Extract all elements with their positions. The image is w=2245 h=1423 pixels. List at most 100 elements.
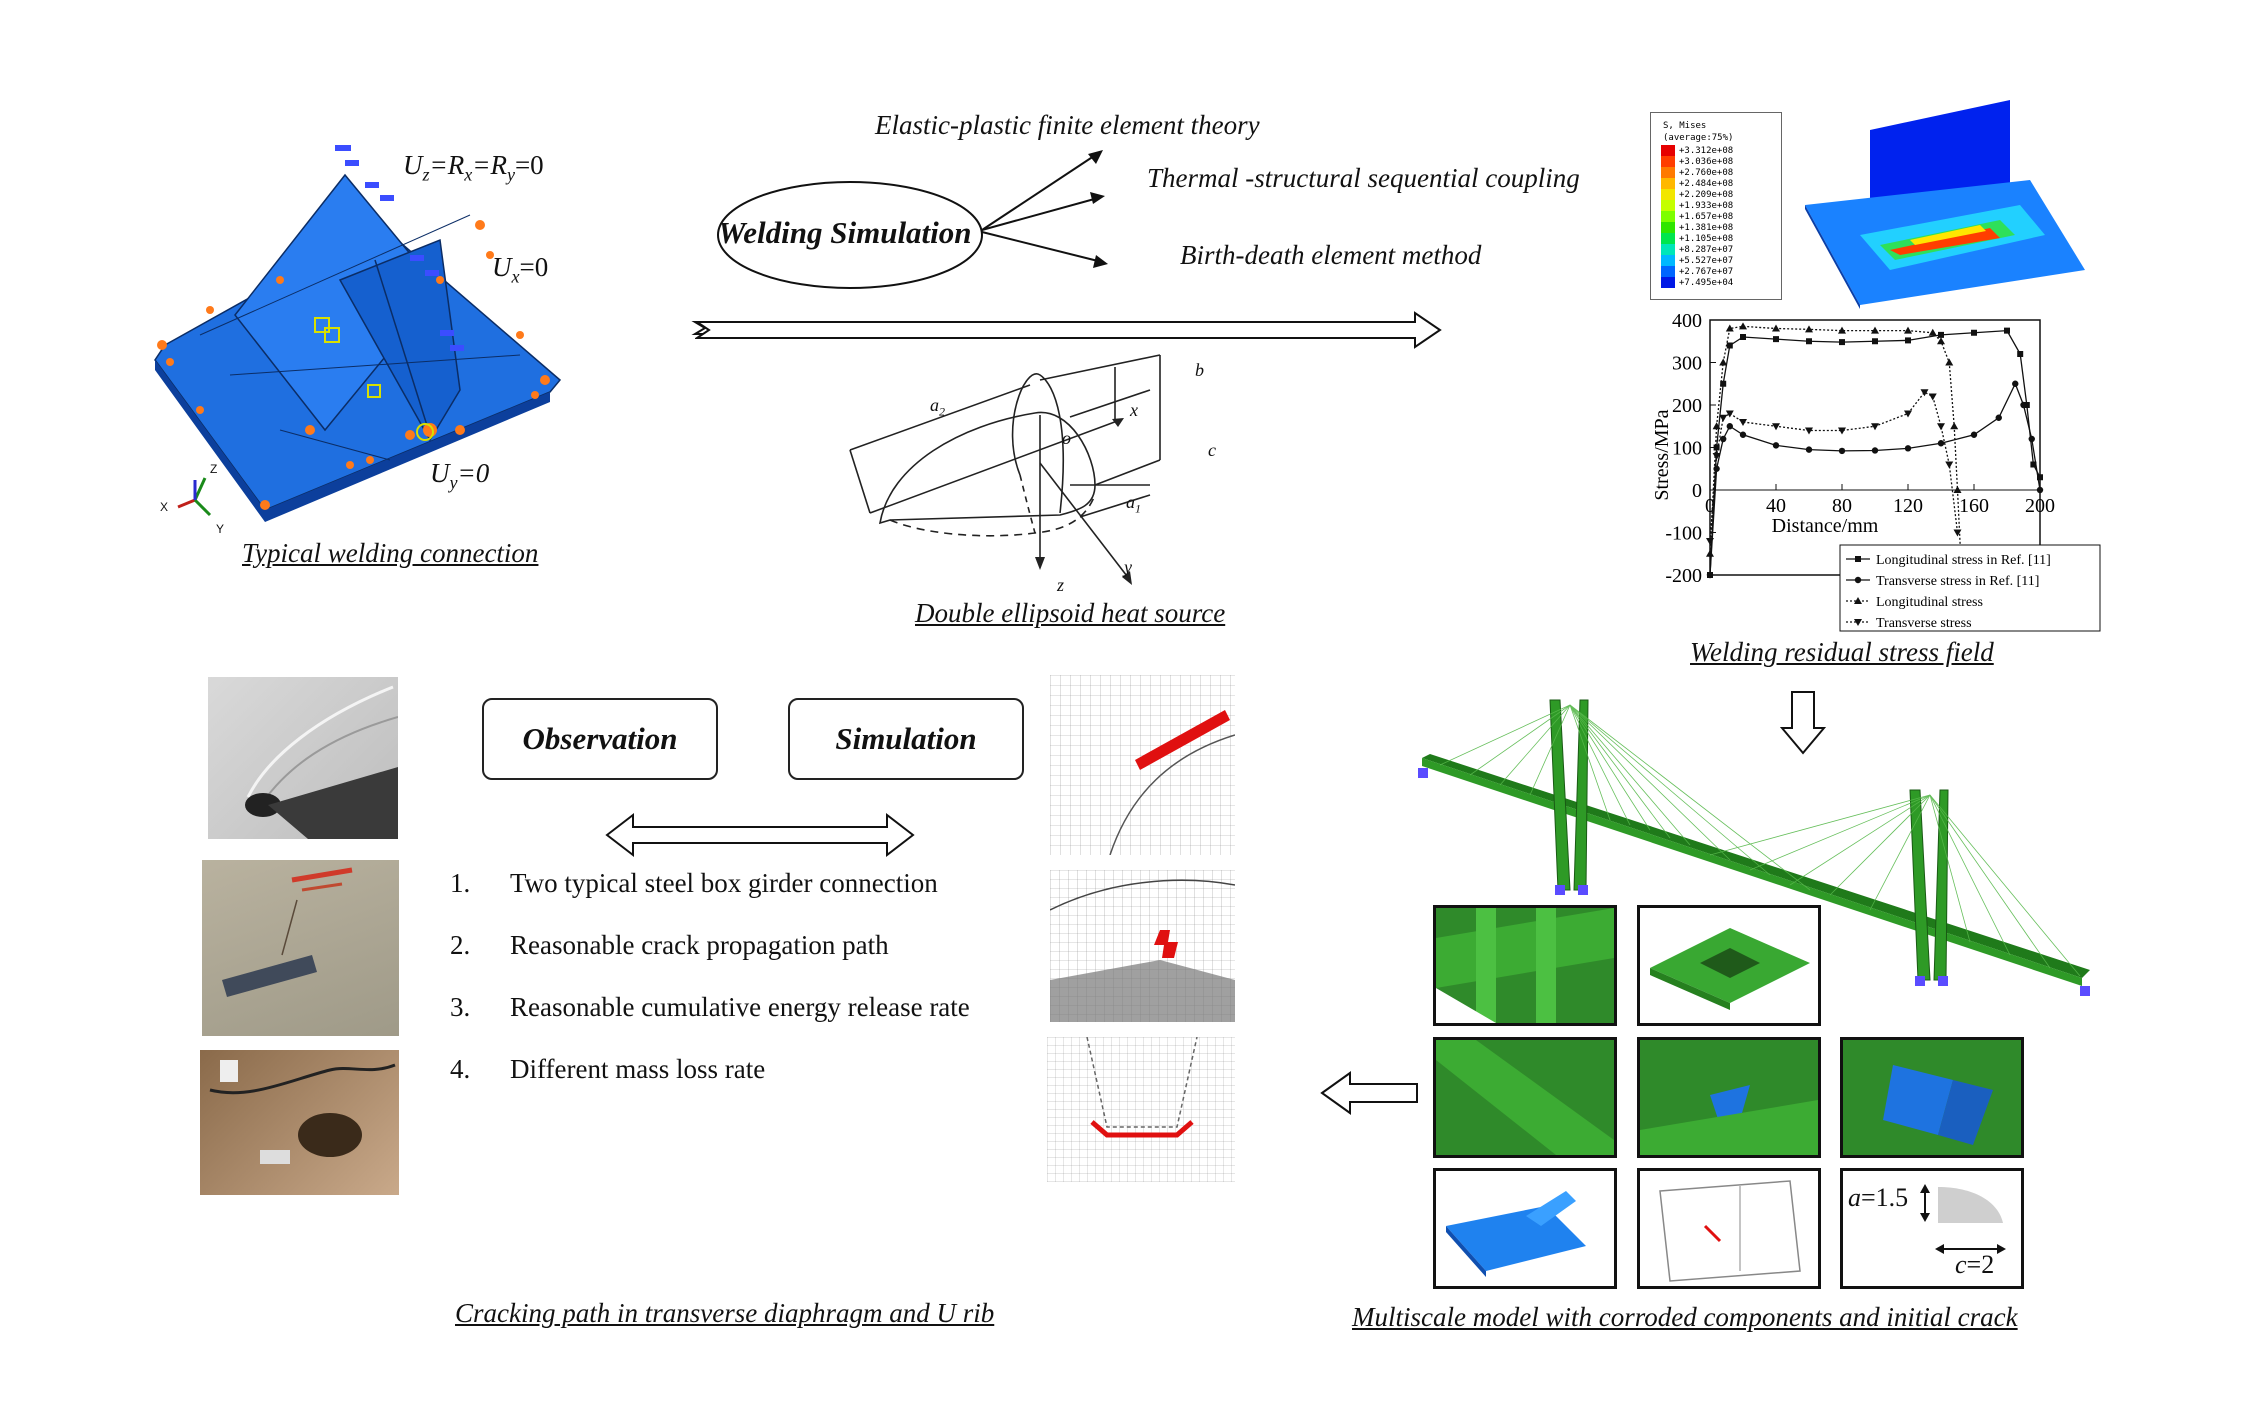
legend-label: Longitudinal stress in Ref. [11] [1876, 553, 2051, 568]
legend-row: +3.036e+08 [1661, 156, 1733, 167]
legend-row: +5.527e+07 [1661, 255, 1733, 266]
welding-simulation-title: Welding Simulation [718, 215, 972, 250]
caption-cracking-path: Cracking path in transverse diaphragm an… [455, 1298, 995, 1328]
x-tick-label: 80 [1832, 495, 1852, 517]
data-point [1712, 422, 1721, 430]
legend-value: +5.527e+07 [1679, 255, 1734, 266]
y-tick-label: 400 [1672, 310, 1702, 332]
observation-photo-3 [200, 1050, 399, 1195]
data-point [1706, 538, 1714, 545]
data-point [1904, 410, 1912, 418]
multiscale-thumb-7 [1637, 1168, 1821, 1289]
label-c: c [1208, 440, 1216, 460]
data-point [1740, 334, 1746, 340]
legend-value: +1.105e+08 [1679, 233, 1734, 244]
multiscale-thumb-3 [1433, 1037, 1617, 1158]
label-a2: a2 [930, 395, 945, 419]
welding-connection-model [154, 145, 562, 522]
data-point [1772, 423, 1780, 431]
method-item-3: Birth-death element method [1180, 240, 1482, 270]
legend-row: +1.105e+08 [1661, 233, 1733, 244]
data-point [1726, 423, 1733, 430]
crack-depth-label: a=1.5 [1848, 1183, 1909, 1212]
y-tick-label: 300 [1672, 353, 1702, 375]
data-point [1905, 337, 1911, 344]
data-point [1772, 324, 1780, 332]
x-tick-label: 0 [1705, 495, 1715, 517]
legend-swatch [1661, 167, 1675, 178]
simulation-mesh-3 [1047, 1037, 1235, 1182]
legend-value: +8.287e+07 [1679, 244, 1734, 255]
legend-value: +1.933e+08 [1679, 200, 1734, 211]
mises-contour-legend: S, Mises (average:75%) +3.312e+08+3.036e… [1650, 112, 1782, 300]
data-point [1805, 325, 1813, 333]
x-tick-label: 200 [2025, 495, 2055, 517]
data-point [1725, 410, 1734, 418]
data-point [2017, 351, 2024, 357]
legend-value: +1.657e+08 [1679, 211, 1734, 222]
legend-rows: +3.312e+08+3.036e+08+2.760e+08+2.484e+08… [1661, 145, 1733, 288]
x-tick-label: 160 [1959, 495, 1989, 517]
data-point [2020, 401, 2027, 409]
series-line [1709, 325, 1962, 559]
data-point [1719, 358, 1728, 366]
data-point [1928, 328, 1937, 336]
legend-swatch [1661, 156, 1675, 167]
observation-photo-2 [202, 860, 399, 1036]
y-tick-label: 100 [1672, 438, 1702, 460]
data-point [2036, 486, 2044, 494]
y-tick-label: -100 [1665, 523, 1702, 545]
data-point [1739, 322, 1747, 330]
simulation-box: Simulation [788, 698, 1024, 780]
bc-label-ux: Ux=0 [492, 252, 549, 287]
caption-welding-residual-stress: Welding residual stress field [1690, 637, 1994, 667]
series-line [1709, 391, 1959, 542]
double-ellipsoid-diagram [849, 354, 1161, 585]
data-point [1838, 427, 1846, 435]
multiscale-thumb-5 [1840, 1037, 2024, 1158]
legend-value: +2.767e+07 [1679, 266, 1734, 277]
legend-value: +1.381e+08 [1679, 222, 1734, 233]
method-item-2: Thermal -structural sequential coupling [1147, 163, 1580, 193]
data-point [1772, 442, 1780, 449]
data-point [1970, 431, 1978, 438]
y-tick-label: 200 [1672, 395, 1702, 417]
multiscale-thumb-8 [1840, 1168, 2024, 1289]
legend-swatch [1661, 255, 1675, 266]
label-x: x [1130, 400, 1138, 420]
data-point [1971, 329, 1977, 336]
data-point [1773, 336, 1779, 343]
multiscale-thumb-1 [1433, 905, 1617, 1026]
data-point [1805, 427, 1813, 435]
legend-swatch [1661, 200, 1675, 211]
multiscale-thumb-6 [1433, 1168, 1617, 1289]
legend-row: +1.933e+08 [1661, 200, 1733, 211]
legend-swatch [1661, 233, 1675, 244]
caption-typical-welding-connection: Typical welding connection [242, 538, 539, 568]
x-tick-label: 40 [1766, 495, 1786, 517]
legend-row: +8.287e+07 [1661, 244, 1733, 255]
axis-label-z: Z [210, 462, 218, 476]
data-point [2037, 474, 2043, 481]
data-point [1713, 444, 1720, 451]
data-point [1712, 453, 1721, 460]
data-point [1739, 431, 1747, 438]
data-point [1838, 447, 1846, 455]
data-point [1904, 326, 1912, 334]
data-point [1805, 446, 1813, 453]
legend-row: +1.381e+08 [1661, 222, 1733, 233]
label-y: y [1124, 557, 1132, 577]
legend-row: +2.760e+08 [1661, 167, 1733, 178]
legend-row: +3.312e+08 [1661, 145, 1733, 156]
caption-double-ellipsoid: Double ellipsoid heat source [915, 598, 1226, 628]
data-point [1871, 326, 1879, 334]
legend-value: +2.209e+08 [1679, 189, 1734, 200]
data-point [1726, 342, 1733, 349]
data-point [1872, 338, 1878, 345]
observation-box: Observation [482, 698, 718, 780]
data-point [1871, 447, 1879, 454]
data-point [1720, 380, 1727, 387]
data-point [2028, 435, 2035, 443]
left-arrow [1320, 1071, 1418, 1115]
